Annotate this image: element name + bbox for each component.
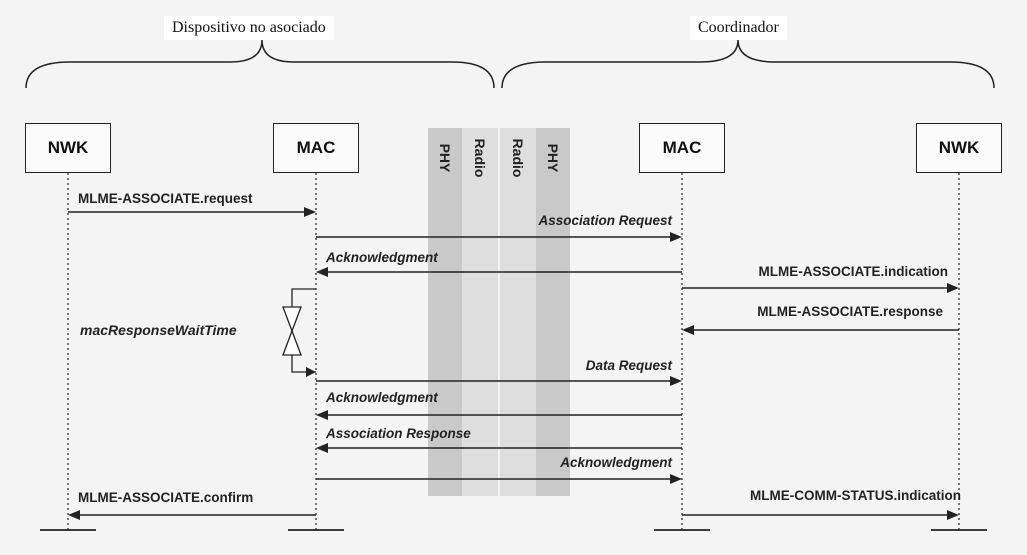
message-label: Acknowledgment xyxy=(560,455,672,470)
timer-hourglass-bottom xyxy=(282,329,302,356)
message-arrowhead xyxy=(670,474,682,484)
message-arrowhead xyxy=(316,443,328,453)
message-arrowhead xyxy=(304,207,316,217)
message-label: MLME-ASSOCIATE.confirm xyxy=(78,490,254,505)
timer-arrowhead xyxy=(306,367,316,377)
group-title-right: Coordinador xyxy=(690,16,787,40)
message-label: MLME-ASSOCIATE.response xyxy=(757,304,943,319)
timer-hourglass-top xyxy=(282,306,302,333)
message-label: Acknowledgment xyxy=(326,390,438,405)
message-arrowhead xyxy=(947,283,959,293)
message-label: MLME-ASSOCIATE.indication xyxy=(758,264,949,279)
band-label-radio-left: Radio xyxy=(472,138,488,178)
band-phy-left xyxy=(428,128,462,496)
band-label-phy-left: PHY xyxy=(437,143,453,173)
band-radio-left xyxy=(462,128,498,496)
lane-nwk-right: NWK xyxy=(916,123,1002,173)
band-phy-right xyxy=(536,128,570,496)
timer-bracket xyxy=(291,288,316,373)
brace-left xyxy=(25,39,495,89)
message-arrowhead xyxy=(947,510,959,520)
band-label-phy-right: PHY xyxy=(545,143,561,173)
lane-nwk-left: NWK xyxy=(25,123,111,173)
message-label: Association Request xyxy=(538,213,672,228)
brace-right xyxy=(501,39,995,89)
message-label: Association Response xyxy=(326,426,471,441)
message-label: Acknowledgment xyxy=(326,250,438,265)
group-title-left: Dispositivo no asociado xyxy=(164,16,334,40)
message-arrowhead xyxy=(670,376,682,386)
message-arrowhead xyxy=(682,325,694,335)
timer-label: macResponseWaitTime xyxy=(80,322,237,338)
message-label: MLME-COMM-STATUS.indication xyxy=(750,488,961,503)
lane-mac-left: MAC xyxy=(273,123,359,173)
message-arrowhead xyxy=(316,267,328,277)
message-arrows xyxy=(68,207,959,520)
message-arrowhead xyxy=(316,410,328,420)
band-radio-right xyxy=(500,128,536,496)
lane-mac-right: MAC xyxy=(639,123,725,173)
message-label: MLME-ASSOCIATE.request xyxy=(78,191,253,206)
message-arrowhead xyxy=(68,510,80,520)
band-label-radio-right: Radio xyxy=(510,138,526,178)
message-arrowhead xyxy=(670,232,682,242)
message-label: Data Request xyxy=(585,358,672,373)
